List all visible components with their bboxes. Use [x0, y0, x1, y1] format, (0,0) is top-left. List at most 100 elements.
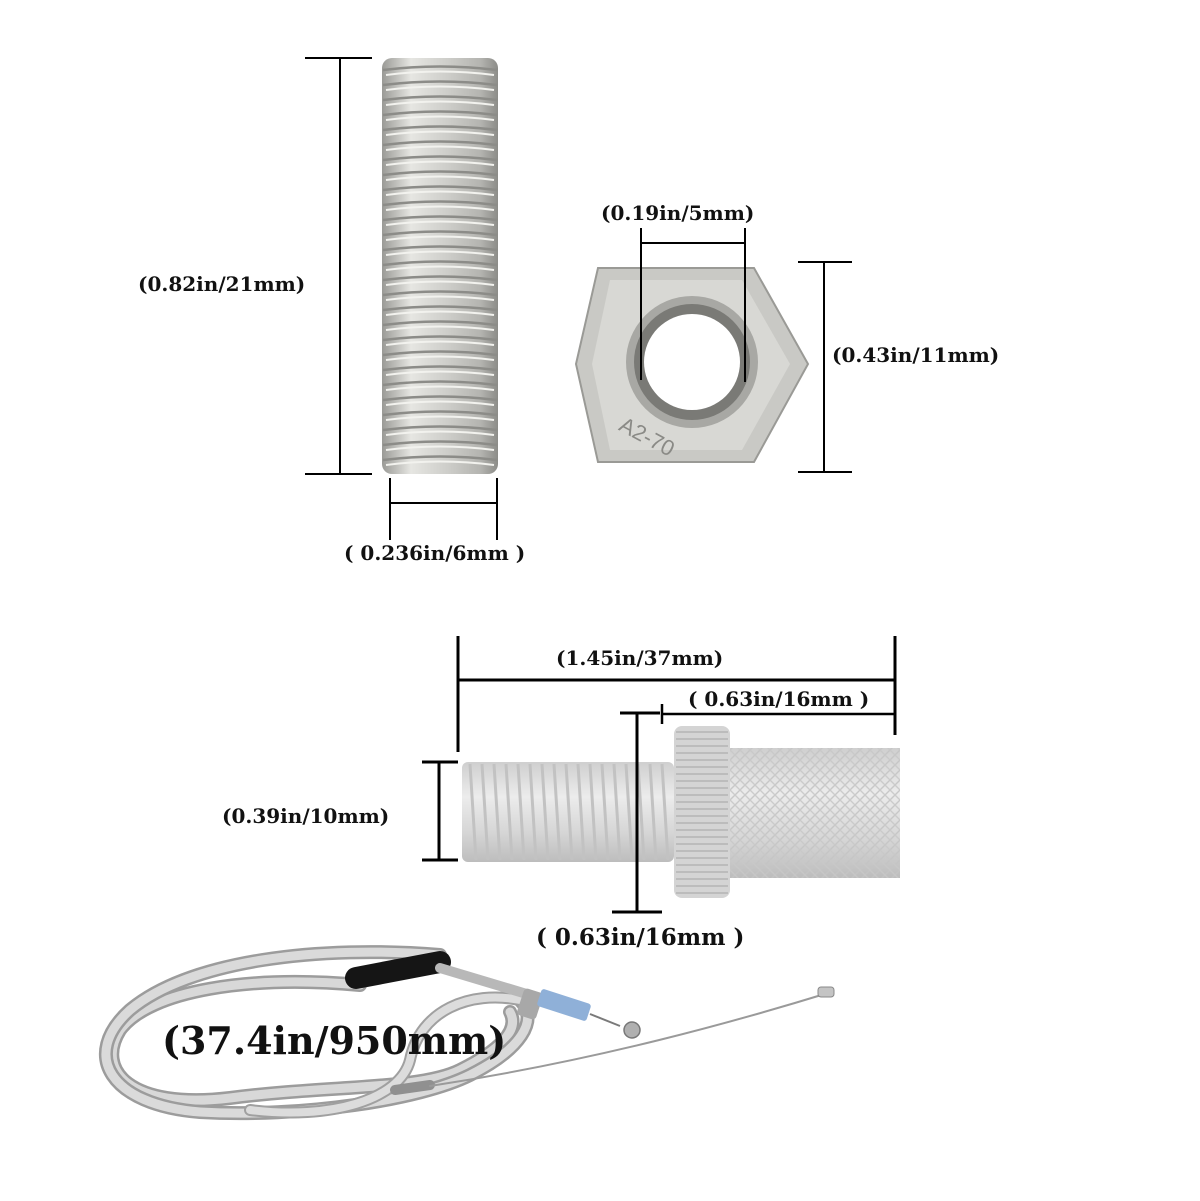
thread-highlight [385, 205, 495, 211]
thread-ridge [382, 275, 498, 282]
threaded-fitting [537, 989, 591, 1021]
thread-ridge [564, 763, 574, 861]
thread-ridge [504, 763, 514, 861]
stud-diameter-label: ( 0.236in/6mm ) [344, 541, 526, 565]
thread-highlight [385, 235, 495, 241]
cable-end-fittings [517, 986, 835, 1039]
threaded-stud [382, 58, 498, 474]
thread-ridge [382, 290, 498, 297]
thread-ridge [492, 763, 502, 861]
thread-ridge [480, 763, 490, 861]
thread-highlight [385, 145, 495, 151]
thread-ridge [382, 215, 498, 222]
cable-adjuster [462, 726, 900, 898]
thread-ridge [382, 95, 498, 102]
thread-highlight [385, 460, 495, 466]
stud-diameter-dimension [389, 478, 498, 540]
stud-length-dimension [305, 57, 372, 475]
adjuster-threads [468, 763, 670, 861]
thread-ridge [382, 335, 498, 342]
thread-ridge [382, 320, 498, 327]
thread-ridge [382, 245, 498, 252]
nut-hole-dimension [640, 228, 746, 382]
thread-ridge [576, 763, 586, 861]
thread-highlight [385, 415, 495, 421]
thread-highlight [385, 430, 495, 436]
thread-ridge [552, 763, 562, 861]
thread-ridge [382, 140, 498, 147]
thread-highlight [385, 400, 495, 406]
thread-ridge [382, 125, 498, 132]
thread-highlight [385, 115, 495, 121]
adjuster-wheel-teeth [676, 731, 728, 894]
nut-height-label: (0.43in/11mm) [832, 343, 1000, 367]
adjuster-wheel-diameter-label: ( 0.63in/16mm ) [536, 924, 745, 951]
thread-highlight [385, 280, 495, 286]
thread-highlight [385, 265, 495, 271]
thread-ridge [540, 763, 550, 861]
adjuster-wheel-diameter-dimension [612, 711, 662, 914]
thread-ridge [382, 425, 498, 432]
thread-ridge [660, 763, 670, 861]
thread-highlight [385, 445, 495, 451]
thread-highlight [385, 370, 495, 376]
thread-highlight [385, 220, 495, 226]
thread-ridge [382, 170, 498, 177]
thread-highlight [385, 160, 495, 166]
thread-ridge [516, 763, 526, 861]
thread-ridge [624, 763, 634, 861]
nut-height-dimension [798, 261, 852, 473]
adjuster-thread-diameter-dimension [422, 760, 458, 862]
thread-highlight [385, 355, 495, 361]
thread-ridge [382, 350, 498, 357]
thread-highlight [385, 85, 495, 91]
thread-ridge [382, 110, 498, 117]
adjuster-knurl-length-dimension [660, 704, 895, 724]
thread-highlight [385, 175, 495, 181]
throttle-cable [98, 945, 829, 1121]
thread-ridge [382, 410, 498, 417]
thread-highlight [385, 250, 495, 256]
thread-ridge [528, 763, 538, 861]
thread-ridge [382, 305, 498, 312]
nut-bore [644, 314, 740, 410]
thread-highlight [385, 385, 495, 391]
thread-ridge [382, 440, 498, 447]
thread-highlight [385, 130, 495, 136]
thread-highlight [385, 190, 495, 196]
nut-hole-label: (0.19in/5mm) [601, 201, 755, 225]
stud-length-label: (0.82in/21mm) [138, 272, 306, 296]
adjuster-wheel [674, 726, 730, 898]
thread-highlight [385, 340, 495, 346]
thread-ridge [636, 763, 646, 861]
thread-ridge [382, 185, 498, 192]
thread-ridge [382, 230, 498, 237]
thread-ridge [382, 380, 498, 387]
thread-ridge [382, 155, 498, 162]
thread-ridge [382, 365, 498, 372]
thread-ridge [588, 763, 598, 861]
adjuster-thread-diameter-label: (0.39in/10mm) [222, 804, 390, 828]
adjuster-total-length-dimension [456, 636, 897, 752]
adjuster-knurl-length-label: ( 0.63in/16mm ) [688, 687, 870, 711]
thread-ridge [382, 65, 498, 72]
thread-ridge [382, 260, 498, 267]
thread-ridge [382, 455, 498, 462]
cable-wire-end [817, 986, 835, 998]
heat-shrink [345, 951, 451, 989]
thread-ridge [382, 80, 498, 87]
cable-barrel-end [623, 1021, 641, 1039]
adjuster-total-length-label: (1.45in/37mm) [556, 646, 724, 670]
cable-adjuster-nut [517, 988, 543, 1020]
thread-ridge [612, 763, 622, 861]
stud-threads [382, 65, 498, 466]
thread-highlight [385, 100, 495, 106]
thread-ridge [382, 200, 498, 207]
thread-ridge [600, 763, 610, 861]
hex-nut: A2-70 [574, 267, 810, 463]
thread-ridge [382, 395, 498, 402]
thread-ridge [648, 763, 658, 861]
thread-highlight [385, 295, 495, 301]
inner-cable-wire [429, 992, 829, 1087]
